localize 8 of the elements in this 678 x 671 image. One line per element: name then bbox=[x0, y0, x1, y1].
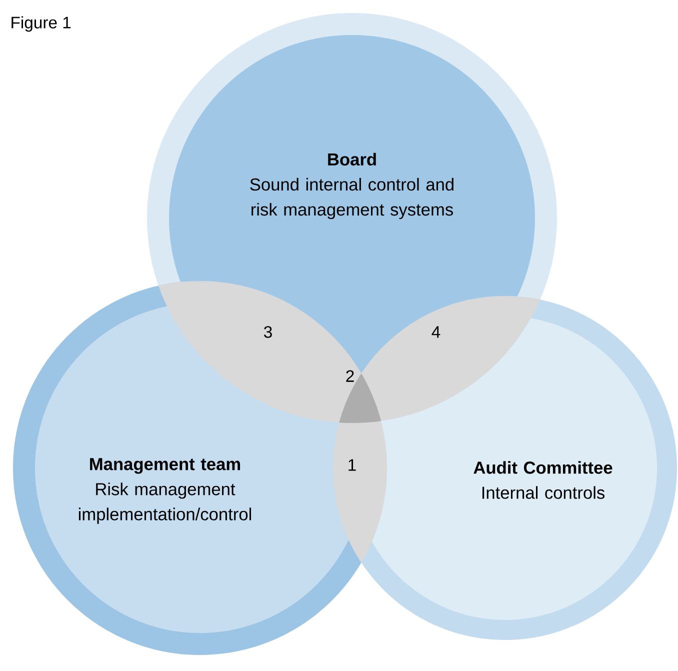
circle-text: Management team Risk management implementation/control bbox=[78, 458, 252, 524]
region-number: 2 bbox=[346, 370, 354, 382]
region-number: 1 bbox=[348, 459, 356, 471]
region-number: 3 bbox=[264, 326, 272, 338]
figure-title: Figure 1 bbox=[12, 16, 71, 32]
circle-text: Audit Committee Internal controls bbox=[474, 461, 612, 499]
region-number: 4 bbox=[432, 326, 440, 338]
circle-text: Board Sound internal control and risk management systems bbox=[250, 152, 454, 220]
